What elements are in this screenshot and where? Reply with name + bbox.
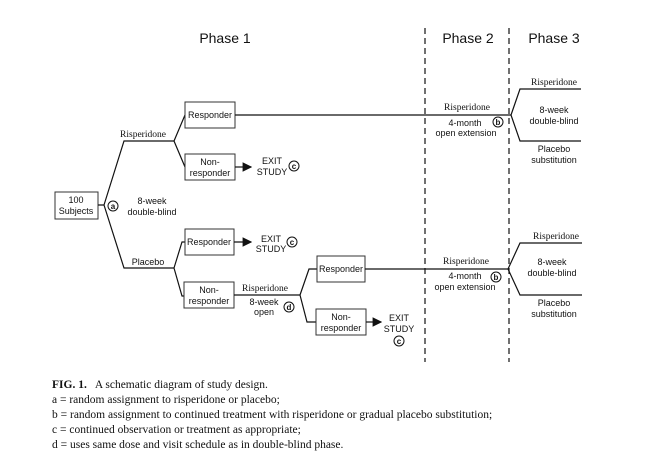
risperidone-nonresponder-box: [184, 153, 236, 181]
extension-label-1: open extension: [435, 128, 496, 138]
marker-c-2: [286, 236, 298, 248]
exit-label-2a: EXIT: [261, 234, 282, 244]
exit-label-1a: EXIT: [262, 156, 283, 166]
caption-note-c: c = continued observation or treatment a…: [52, 424, 301, 436]
caption-note-b: b = random assignment to continued treat…: [52, 409, 493, 421]
phase-2-header: Phase 2: [442, 30, 494, 46]
open-label-nonresponder-label-2: responder: [321, 323, 362, 333]
marker-c-1-label: c: [292, 162, 297, 171]
open-label-duration: 8-week: [249, 297, 279, 307]
phase3-risperidone-label-1: Risperidone: [531, 78, 577, 88]
risperidone-arm-label: Risperidone: [120, 130, 166, 140]
extension-duration-2: 4-month: [448, 271, 481, 281]
open-label-nonresponder-label-1: Non-: [331, 312, 351, 322]
exit-label-3b: STUDY: [384, 324, 415, 334]
marker-a: [107, 200, 119, 212]
phase3-placebo-label-2: Placebo: [538, 298, 571, 308]
subjects-count: 100: [68, 195, 83, 205]
marker-b-2: [490, 271, 502, 283]
placebo-outcome-branch: [173, 241, 185, 297]
marker-c-3: [393, 335, 405, 347]
risperidone-nonresponder-label-2: responder: [190, 168, 231, 178]
exit-label-2b: STUDY: [256, 244, 287, 254]
phase3-branch-2: [507, 242, 582, 296]
open-label-risperidone-label: Risperidone: [242, 284, 288, 294]
exit-label-3a: EXIT: [389, 313, 410, 323]
figure-caption: FIG. 1. A schematic diagram of study desi…: [52, 378, 492, 453]
exit-label-1b: STUDY: [257, 167, 288, 177]
phase3-duration-1: 8-week: [539, 105, 569, 115]
phase2-risperidone-label-1: Risperidone: [444, 103, 490, 113]
open-label-nonresponder-box: [315, 308, 367, 336]
caption-title-line: FIG. 1. A schematic diagram of study desi…: [52, 378, 492, 393]
caption-note-a: a = random assignment to risperidone or …: [52, 394, 280, 406]
subjects-label: Subjects: [59, 206, 94, 216]
phase3-db-label-2: double-blind: [527, 268, 576, 278]
phase3-duration-2: 8-week: [537, 257, 567, 267]
phase-1-header: Phase 1: [199, 30, 251, 46]
marker-b-1: [492, 116, 504, 128]
risperidone-responder-label: Responder: [188, 110, 232, 120]
figure-title: A schematic diagram of study design.: [94, 379, 268, 391]
caption-note-d: d = uses same dose and visit schedule as…: [52, 439, 344, 451]
extension-duration-1: 4-month: [448, 118, 481, 128]
placebo-responder-label: Responder: [187, 237, 231, 247]
extension-label-2: open extension: [434, 282, 495, 292]
risperidone-outcome-branch: [173, 114, 186, 168]
open-label-text: open: [254, 307, 274, 317]
phase3-branch-1: [510, 88, 581, 142]
phase3-substitution-label-1: substitution: [531, 155, 577, 165]
double-blind-label: double-blind: [127, 207, 176, 217]
open-label-responder-box: [316, 255, 366, 283]
marker-c-2-label: c: [290, 238, 295, 247]
phase3-placebo-label-1: Placebo: [538, 144, 571, 154]
double-blind-duration: 8-week: [137, 196, 167, 206]
phase3-substitution-label-2: substitution: [531, 309, 577, 319]
open-label-branch: [234, 268, 317, 323]
marker-d-label: d: [287, 303, 292, 312]
placebo-nonresponder-box: [183, 281, 235, 309]
randomization-branch: [98, 140, 174, 269]
phase3-db-label-1: double-blind: [529, 116, 578, 126]
phase3-risperidone-label-2: Risperidone: [533, 232, 579, 242]
marker-d: [283, 301, 295, 313]
subjects-box: [54, 191, 99, 220]
marker-c-1: [288, 160, 300, 172]
marker-a-label: a: [111, 202, 116, 211]
phase2-risperidone-label-2: Risperidone: [443, 257, 489, 267]
marker-c-3-label: c: [397, 337, 402, 346]
placebo-nonresponder-label-1: Non-: [199, 285, 219, 295]
risperidone-nonresponder-label-1: Non-: [200, 157, 220, 167]
risperidone-responder-box: [184, 101, 236, 129]
placebo-nonresponder-label-2: responder: [189, 296, 230, 306]
open-label-responder-label: Responder: [319, 264, 363, 274]
placebo-arm-label: Placebo: [132, 257, 165, 267]
figure-number: FIG. 1.: [52, 379, 87, 391]
marker-b-2-label: b: [494, 273, 499, 282]
marker-b-1-label: b: [496, 118, 501, 127]
phase-3-header: Phase 3: [528, 30, 580, 46]
